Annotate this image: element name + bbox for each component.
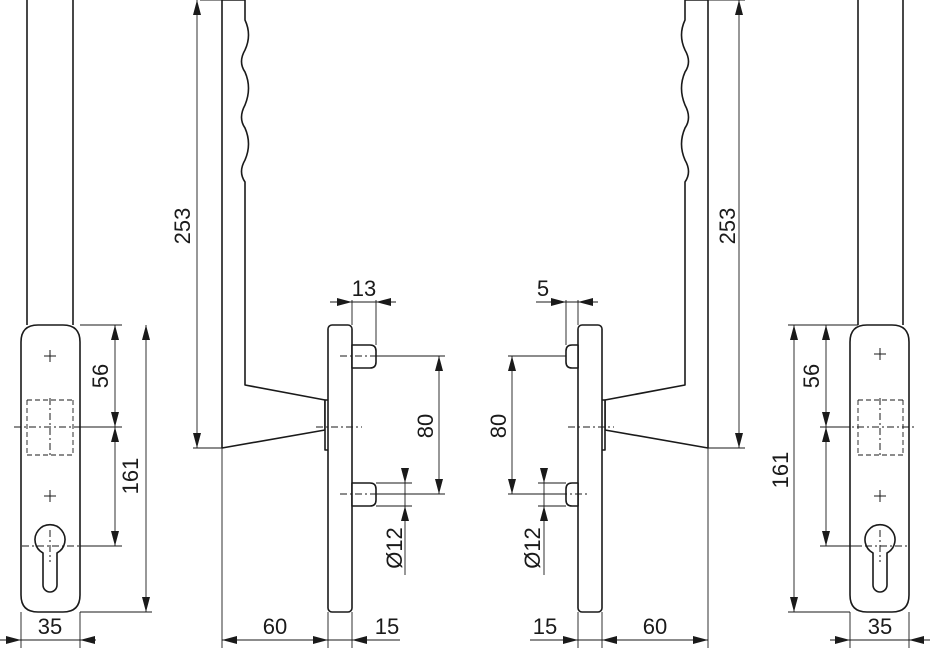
dim-spindle-spacing-right: 80 bbox=[486, 414, 511, 438]
screw-hole-mark bbox=[44, 350, 56, 362]
fixing-pin-upper-right bbox=[565, 344, 579, 369]
dim-projection-right: 60 bbox=[643, 614, 667, 639]
plate-front-left-view: 56 161 35 bbox=[0, 0, 152, 648]
left-handle-profile bbox=[221, 0, 326, 449]
screw-hole-mark bbox=[874, 348, 886, 360]
fixing-pin-upper-left bbox=[351, 344, 377, 369]
dim-spindle-spacing-left: 80 bbox=[413, 414, 438, 438]
plate-front-right-view: 56 161 35 bbox=[768, 0, 930, 648]
screw-hole-mark bbox=[874, 490, 886, 502]
dim-plate-width-right: 35 bbox=[868, 614, 892, 639]
right-side-plate bbox=[577, 324, 603, 613]
dim-plate-depth-right: 15 bbox=[533, 614, 557, 639]
dim-pin-length-right: 5 bbox=[537, 276, 549, 301]
dim-plate-width-left: 35 bbox=[38, 614, 62, 639]
right-handle-profile bbox=[604, 0, 709, 449]
dim-handle-height-left: 253 bbox=[170, 208, 195, 245]
dim-plate-height-inner-left: 161 bbox=[118, 458, 143, 495]
dim-hole-spacing-left: 56 bbox=[88, 364, 113, 388]
screw-hole-mark bbox=[44, 490, 56, 502]
dim-pin-length-left: 13 bbox=[352, 276, 376, 301]
dim-projection-left: 60 bbox=[263, 614, 287, 639]
dim-pin-diameter-right: Ø12 bbox=[520, 527, 545, 569]
dim-pin-diameter-left: Ø12 bbox=[382, 527, 407, 569]
right-lever-front bbox=[857, 0, 904, 325]
handle-side-left-view: 253 13 80 Ø12 60 15 bbox=[170, 0, 445, 648]
keyhole-right bbox=[864, 524, 896, 593]
dim-hole-spacing-right: 56 bbox=[799, 364, 824, 388]
handle-side-right-view: 5 80 Ø12 253 15 60 bbox=[486, 0, 745, 648]
dim-plate-depth-left: 15 bbox=[375, 614, 399, 639]
dim-handle-height-right: 253 bbox=[715, 208, 740, 245]
keyhole-left bbox=[34, 524, 66, 593]
left-side-plate bbox=[327, 324, 353, 613]
dim-plate-height-right: 161 bbox=[768, 452, 793, 489]
left-lever-front bbox=[26, 0, 74, 325]
fixing-pin-lower-left bbox=[351, 482, 377, 507]
